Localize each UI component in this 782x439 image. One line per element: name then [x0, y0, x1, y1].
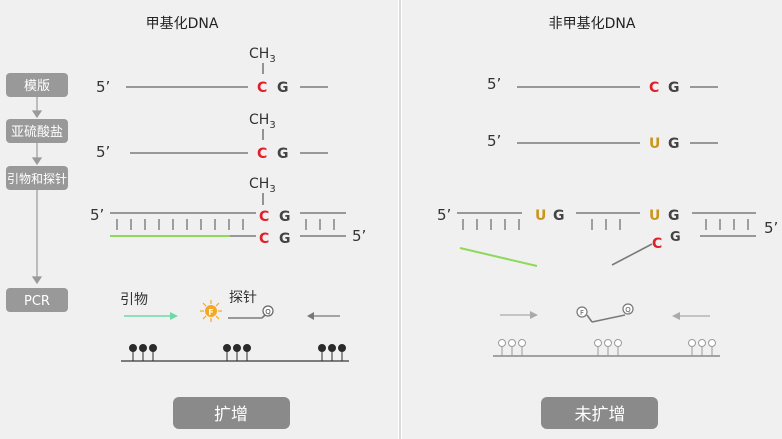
probe-label: 探针: [229, 290, 257, 306]
left-duplex-bottom-g: G: [279, 231, 291, 247]
step-sidebar: 模版 亚硫酸盐 引物和探针 PCR: [6, 73, 68, 312]
left-duplex-top-c: C: [259, 209, 269, 225]
left-row2-methyl: CH3: [249, 112, 276, 131]
left-row1-methyl: CH3: [249, 46, 276, 65]
right-quencher-label: Q: [625, 306, 631, 314]
right-row2-five-prime: 5’: [487, 132, 501, 150]
right-duplex-five-prime-top: 5’: [437, 206, 451, 224]
left-duplex-five-prime-top: 5’: [90, 206, 104, 224]
step-box-bisulfite: [6, 119, 68, 143]
fluorophore-label: F: [208, 308, 213, 317]
right-panel-title: 非甲基化DNA: [549, 15, 636, 32]
right-row1-five-prime: 5’: [487, 75, 501, 93]
step-arrows: [31, 97, 43, 285]
right-unbound-g: G: [670, 230, 681, 245]
primer-arrowhead: [170, 312, 178, 320]
step-label-template: 模版: [24, 79, 50, 94]
right-result-badge: [541, 397, 658, 429]
left-result-badge: [173, 397, 290, 429]
step-label-pcr: PCR: [24, 294, 50, 309]
left-duplex-five-prime-bottom: 5’: [352, 227, 366, 245]
step-box-primer-probe: [6, 166, 68, 190]
right-forward-arrowhead: [530, 311, 538, 319]
step-box-pcr: [6, 288, 68, 312]
left-row2-base-g: G: [277, 146, 289, 162]
right-unbound-probe: [611, 243, 653, 266]
left-row3-methyl: CH3: [249, 176, 276, 195]
fluorophore-icon: [200, 300, 222, 322]
left-row2-base-c: C: [257, 146, 267, 162]
left-row1-base-c: C: [257, 80, 267, 96]
right-reverse-arrowhead: [672, 312, 680, 320]
reverse-primer-arrowhead: [307, 312, 314, 320]
left-duplex-top-g: G: [279, 209, 291, 225]
left-row2-five-prime: 5’: [96, 143, 110, 161]
quencher-icon: [262, 305, 274, 317]
fluorophore-dot: [205, 305, 217, 317]
right-fluorophore-label: F: [580, 309, 584, 317]
left-row1-base-g: G: [277, 80, 289, 96]
right-row2-base-g: G: [668, 136, 680, 152]
step-box-template: [6, 73, 68, 97]
left-panel-bg: [0, 0, 398, 439]
right-row1-base-g: G: [668, 80, 680, 96]
left-row1-five-prime: 5’: [96, 78, 110, 96]
right-fluorophore-icon: [576, 306, 588, 318]
left-panel-title: 甲基化DNA: [146, 15, 219, 32]
right-result-label: 未扩增: [575, 405, 626, 425]
right-duplex-five-prime-bottom: 5’: [764, 219, 778, 237]
left-duplex-bottom-c: C: [259, 231, 269, 247]
right-duplex-g2: G: [668, 208, 680, 224]
right-row1-base-c: C: [649, 80, 659, 96]
right-duplex-g1: G: [553, 208, 565, 224]
primer-label: 引物: [120, 292, 148, 308]
left-result-label: 扩增: [214, 405, 248, 425]
right-row2-base-u: U: [649, 136, 660, 152]
quencher-label: Q: [265, 308, 271, 316]
right-probe-link: [586, 314, 593, 323]
left-duplex-rungs: [116, 219, 335, 230]
right-duplex-u2: U: [649, 208, 660, 224]
right-quencher-icon: [622, 303, 634, 315]
right-duplex-rungs: [462, 219, 749, 230]
right-duplex-u1: U: [535, 208, 546, 224]
step-label-primer-probe: 引物和探针: [7, 171, 67, 186]
step-label-bisulfite: 亚硫酸盐: [11, 125, 63, 140]
right-signal-pins: [498, 339, 716, 356]
left-signal-pins: [129, 344, 346, 361]
right-unbound-c: C: [652, 236, 662, 252]
right-unbound-primer: [459, 247, 538, 267]
right-probe-strand: [591, 314, 626, 323]
